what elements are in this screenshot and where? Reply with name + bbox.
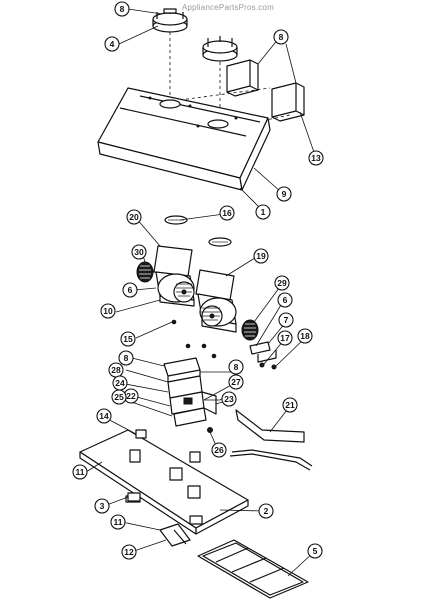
svg-text:23: 23 bbox=[224, 394, 234, 404]
callout-6: 6 bbox=[122, 282, 138, 298]
callout-9: 9 bbox=[276, 186, 292, 202]
callout-2: 2 bbox=[258, 503, 274, 519]
svg-text:7: 7 bbox=[284, 315, 289, 325]
callout-1: 1 bbox=[255, 204, 271, 220]
callout-14: 14 bbox=[96, 408, 112, 424]
callout-27: 27 bbox=[228, 374, 244, 390]
grommet bbox=[207, 427, 213, 433]
svg-text:30: 30 bbox=[134, 247, 144, 257]
svg-text:19: 19 bbox=[256, 251, 266, 261]
screws-left bbox=[171, 319, 217, 359]
callout-10: 10 bbox=[100, 303, 116, 319]
callout-11: 11 bbox=[110, 514, 126, 530]
blower-wheel-right[interactable] bbox=[241, 319, 259, 341]
svg-text:3: 3 bbox=[100, 501, 105, 511]
callout-23: 23 bbox=[221, 391, 237, 407]
callout-20: 20 bbox=[126, 209, 142, 225]
svg-text:28: 28 bbox=[111, 365, 121, 375]
svg-text:24: 24 bbox=[115, 378, 125, 388]
callout-21: 21 bbox=[282, 397, 298, 413]
svg-text:11: 11 bbox=[114, 517, 123, 527]
blower-left[interactable] bbox=[153, 245, 195, 307]
filler-plates[interactable] bbox=[164, 215, 232, 247]
svg-text:10: 10 bbox=[103, 306, 113, 316]
callout-8: 8 bbox=[273, 29, 289, 45]
light-socket[interactable] bbox=[127, 492, 203, 525]
svg-text:1: 1 bbox=[261, 207, 266, 217]
svg-text:2: 2 bbox=[264, 506, 269, 516]
callout-24: 24 bbox=[112, 375, 128, 391]
svg-text:16: 16 bbox=[222, 208, 232, 218]
callout-8: 8 bbox=[228, 359, 244, 375]
svg-text:14: 14 bbox=[99, 411, 109, 421]
callout-6: 6 bbox=[277, 292, 293, 308]
svg-text:11: 11 bbox=[76, 467, 85, 477]
callout-12: 12 bbox=[121, 544, 137, 560]
svg-text:9: 9 bbox=[282, 189, 287, 199]
callout-19: 19 bbox=[253, 248, 269, 264]
callout-11: 11 bbox=[72, 464, 88, 480]
blower-right[interactable] bbox=[195, 269, 237, 333]
svg-text:22: 22 bbox=[126, 391, 136, 401]
svg-text:25: 25 bbox=[114, 392, 124, 402]
svg-text:8: 8 bbox=[124, 353, 129, 363]
duct-adapter-upper[interactable] bbox=[226, 59, 259, 97]
svg-text:5: 5 bbox=[313, 546, 318, 556]
callout-7: 7 bbox=[278, 312, 294, 328]
callout-15: 15 bbox=[120, 331, 136, 347]
svg-text:8: 8 bbox=[120, 4, 125, 14]
callout-3: 3 bbox=[94, 498, 110, 514]
callout-25: 25 bbox=[111, 389, 127, 405]
callout-13: 13 bbox=[308, 150, 324, 166]
callout-30: 30 bbox=[131, 244, 147, 260]
screws-right bbox=[259, 362, 277, 370]
mounting-bracket-right[interactable] bbox=[249, 341, 277, 363]
svg-text:13: 13 bbox=[311, 153, 321, 163]
wire-harness[interactable] bbox=[229, 409, 313, 471]
svg-text:8: 8 bbox=[234, 362, 239, 372]
callout-17: 17 bbox=[277, 330, 293, 346]
callout-28: 28 bbox=[108, 362, 124, 378]
svg-text:6: 6 bbox=[283, 295, 288, 305]
callout-16: 16 bbox=[219, 205, 235, 221]
svg-text:17: 17 bbox=[280, 333, 290, 343]
light-lens[interactable] bbox=[159, 523, 191, 547]
svg-text:4: 4 bbox=[110, 39, 115, 49]
hood-shell[interactable] bbox=[97, 87, 271, 191]
svg-text:29: 29 bbox=[277, 278, 287, 288]
grease-filter[interactable] bbox=[197, 539, 309, 599]
callout-29: 29 bbox=[274, 275, 290, 291]
callout-26: 26 bbox=[211, 442, 227, 458]
blower-wheel-left[interactable] bbox=[136, 261, 154, 283]
callout-5: 5 bbox=[307, 543, 323, 559]
svg-text:8: 8 bbox=[279, 32, 284, 42]
svg-text:20: 20 bbox=[129, 212, 139, 222]
duct-collar-left[interactable] bbox=[152, 8, 188, 33]
callout-8: 8 bbox=[114, 1, 130, 17]
watermark-text: AppliancePartsPros.com bbox=[182, 3, 274, 12]
svg-text:6: 6 bbox=[128, 285, 133, 295]
svg-text:18: 18 bbox=[300, 331, 310, 341]
svg-text:27: 27 bbox=[231, 377, 241, 387]
callout-8: 8 bbox=[118, 350, 134, 366]
svg-text:26: 26 bbox=[214, 445, 224, 455]
callout-4: 4 bbox=[104, 36, 120, 52]
svg-text:15: 15 bbox=[123, 334, 133, 344]
svg-text:12: 12 bbox=[124, 547, 134, 557]
svg-text:21: 21 bbox=[285, 400, 295, 410]
callout-18: 18 bbox=[297, 328, 313, 344]
duct-collar-right[interactable] bbox=[202, 36, 238, 62]
